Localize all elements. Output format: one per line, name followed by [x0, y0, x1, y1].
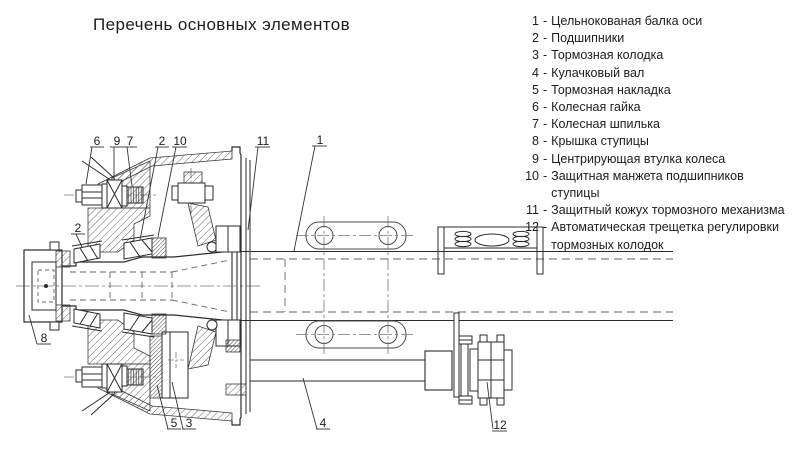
legend-item: 7-Колесная шпилька	[524, 116, 792, 133]
camshaft	[250, 350, 453, 391]
callout-10: 10	[173, 134, 187, 148]
legend-item-number: 5	[532, 82, 539, 97]
bearing-seals	[151, 237, 167, 335]
callout-2a: 2	[159, 134, 166, 148]
legend-item: 8-Крышка ступицы	[524, 133, 792, 150]
legend-item-dash: -	[543, 203, 548, 218]
callout-leaders	[28, 145, 507, 432]
hub-section	[16, 146, 262, 426]
axle-mounting-bracket	[437, 226, 544, 275]
legend-item-number: 6	[532, 100, 539, 115]
legend-item-text: Колесная шпилька	[551, 117, 661, 132]
legend-item-number: 3	[532, 48, 539, 63]
bracket-spring-icon	[454, 230, 530, 248]
legend-item-dash: -	[543, 117, 548, 132]
legend-item-dash: -	[543, 65, 548, 80]
brake-shoe-lining	[149, 331, 189, 399]
page-title: Перечень основных элементов	[93, 15, 351, 34]
brake-cover	[225, 158, 251, 414]
callout-8: 8	[41, 331, 48, 345]
legend-item-dash: -	[543, 151, 548, 166]
axle-beam	[231, 250, 673, 322]
legend-item-text: Тормозная накладка	[551, 82, 671, 97]
legend-item: 6-Колесная гайка	[524, 99, 792, 116]
legend-item-number: 2	[532, 31, 539, 46]
legend-item: 4-Кулачковый вал	[524, 65, 792, 82]
axle-spindle	[61, 250, 233, 322]
legend-item-text: Защитная манжета подшипников ступицы	[551, 168, 744, 201]
legend-item-number: 9	[532, 151, 539, 166]
legend-item-text: Колесная гайка	[551, 100, 641, 115]
bearings	[71, 234, 155, 338]
legend-item-text: Кулачковый вал	[551, 65, 645, 80]
legend-item-dash: -	[543, 31, 548, 46]
callout-9: 9	[114, 134, 121, 148]
legend-item-dash: -	[543, 168, 548, 183]
legend-item-dash: -	[543, 82, 548, 97]
legend-item: 2-Подшипники	[524, 30, 792, 47]
legend-item: 9-Центрирующая втулка колеса	[524, 151, 792, 168]
callout-3: 3	[186, 416, 193, 430]
callout-11: 11	[257, 134, 270, 148]
legend-item-dash: -	[543, 134, 548, 149]
legend-item: 1-Цельнокованая балка оси	[524, 13, 792, 30]
legend-item: 11-Защитный кожух тормозного механизма	[524, 202, 792, 219]
wheel-stud-bottom	[64, 363, 158, 393]
legend-item-number: 10	[525, 168, 539, 183]
legend-item-dash: -	[543, 100, 548, 115]
legend-item-number: 1	[532, 14, 539, 28]
legend-item-text: Защитный кожух тормозного механизма	[551, 203, 785, 218]
legend-item-text: Автоматическая трещетка регулировки торм…	[551, 220, 779, 252]
wheel-stud-top	[64, 179, 158, 209]
slack-adjuster	[453, 312, 513, 406]
spring-seat-plates	[296, 216, 416, 354]
hub-cap	[23, 241, 71, 331]
callout-7: 7	[127, 134, 134, 148]
legend-item-text: Подшипники	[551, 31, 625, 46]
callout-5: 5	[171, 416, 178, 430]
callout-labels: 6 9 7 2 10 11 1 2 8 5 3 4 12	[41, 133, 507, 432]
legend-item-dash: -	[543, 14, 548, 28]
callout-12: 12	[493, 418, 507, 432]
legend-item-text: Крышка ступицы	[551, 134, 649, 149]
legend-item-text: Центрирующая втулка колеса	[551, 151, 726, 166]
legend-item: 5-Тормозная накладка	[524, 82, 792, 99]
legend-item: 10-Защитная манжета подшипников ступицы	[524, 168, 792, 202]
legend-item-dash: -	[543, 48, 548, 63]
legend-item-number: 7	[532, 117, 539, 132]
callout-4: 4	[320, 416, 327, 430]
callout-2b: 2	[75, 221, 82, 235]
legend-item-dash: -	[543, 220, 548, 235]
legend-item-text: Тормозная колодка	[551, 48, 664, 63]
legend-item-number: 4	[532, 65, 539, 80]
legend-item: 12-Автоматическая трещетка регулировки т…	[524, 219, 792, 253]
callout-6: 6	[94, 134, 101, 148]
legend-item: 3-Тормозная колодка	[524, 47, 792, 64]
brake-cam-assembly	[171, 168, 241, 370]
callout-1: 1	[317, 133, 324, 147]
legend-item-number: 8	[532, 134, 539, 149]
legend-item-number: 11	[526, 203, 539, 218]
legend-item-text: Цельнокованая балка оси	[551, 14, 703, 28]
